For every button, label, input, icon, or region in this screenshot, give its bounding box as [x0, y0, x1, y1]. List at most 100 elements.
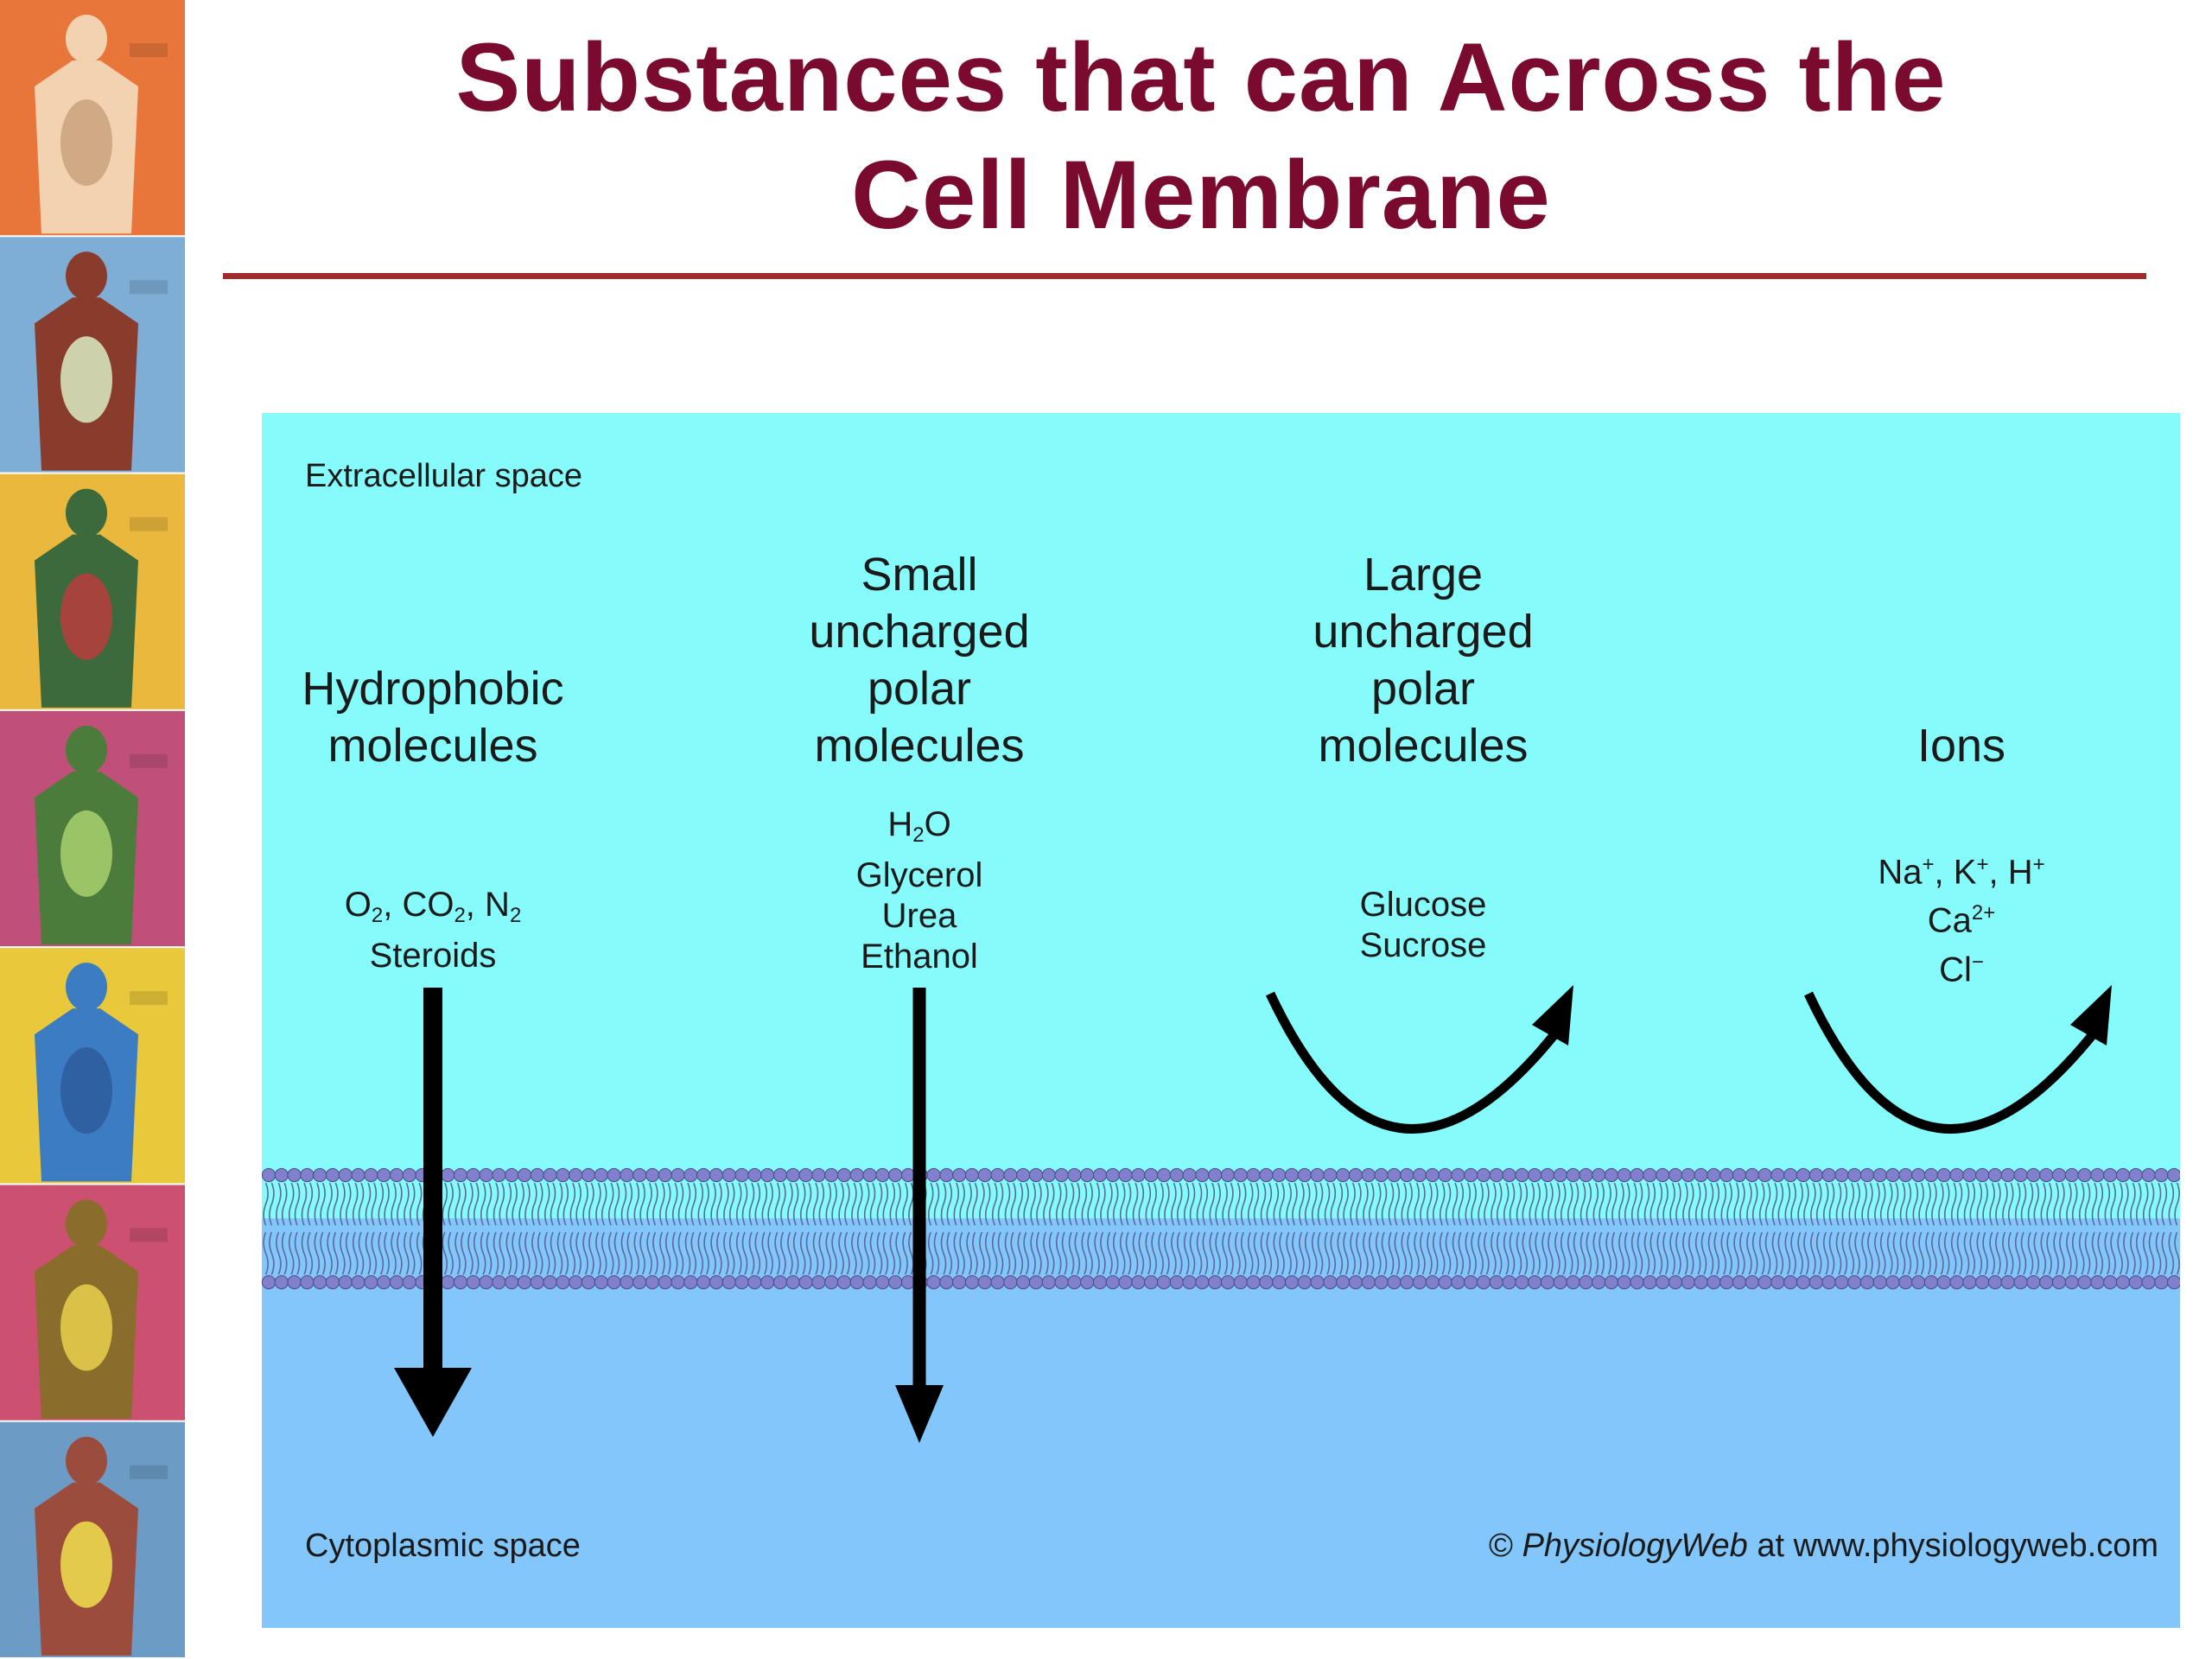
lipid-tail	[1854, 1182, 1860, 1226]
lipid-tail	[404, 1182, 410, 1226]
lipid-tail	[1835, 1231, 1842, 1275]
lipid-head	[836, 1274, 852, 1290]
lipid-tail	[767, 1182, 773, 1226]
lipid-head	[1859, 1167, 1875, 1183]
lipid-tail	[1943, 1231, 1950, 1275]
lipid-tail	[1471, 1182, 1477, 1226]
lipid-tail	[1350, 1231, 1356, 1275]
lipid-tail	[1036, 1182, 1042, 1226]
lipid-tail	[2040, 1231, 2047, 1275]
lipid-head	[377, 1274, 391, 1290]
lipid-tail	[2084, 1231, 2091, 1275]
lipid-tail	[1100, 1231, 1106, 1275]
lipid-tail	[1925, 1231, 1931, 1275]
lipid-tail	[2117, 1231, 2123, 1275]
lipid-tail	[1509, 1182, 1516, 1226]
lipid-tail	[607, 1231, 614, 1275]
lipid-tail	[2002, 1231, 2008, 1275]
lipid-head	[1361, 1167, 1376, 1183]
lipid-tail	[1516, 1231, 1522, 1275]
lipid-tail	[774, 1182, 780, 1226]
lipid-head	[875, 1167, 890, 1183]
lipid-tail	[1414, 1231, 1420, 1275]
lipid-tail	[1023, 1182, 1029, 1226]
lipid-tail	[2104, 1182, 2111, 1226]
lipid-tail	[1586, 1182, 1592, 1226]
lipid-head	[1732, 1167, 1747, 1183]
small-polar-examples: H2O Glycerol Urea Ethanol	[747, 804, 1092, 977]
lipid-tail	[1643, 1182, 1650, 1226]
lipid-tail	[1196, 1182, 1203, 1226]
lipid-tail	[582, 1231, 588, 1275]
lipid-tail	[1739, 1231, 1745, 1275]
lipid-head	[721, 1274, 736, 1290]
lipid-tail	[1675, 1182, 1681, 1226]
lipid-tail	[953, 1182, 960, 1226]
lipid-tail	[1043, 1231, 1049, 1275]
lipid-tail	[288, 1231, 295, 1275]
lipid-head	[1259, 1167, 1274, 1183]
lipid-tail	[1247, 1231, 1254, 1275]
lipid-tail	[454, 1231, 461, 1275]
lipid-tail	[1662, 1231, 1669, 1275]
lipid-head	[645, 1274, 660, 1290]
lipid-head	[1796, 1167, 1811, 1183]
lipid-head	[287, 1167, 302, 1183]
lipid-tail	[301, 1231, 308, 1275]
lipid-tail	[1554, 1231, 1560, 1275]
lipid-head	[556, 1167, 570, 1183]
lipid-head	[696, 1167, 711, 1183]
lipid-head	[1911, 1274, 1926, 1290]
lipid-tail	[1605, 1231, 1611, 1275]
lipid-tail	[327, 1231, 333, 1275]
lipid-tail	[365, 1182, 372, 1226]
urea-label: Urea	[881, 897, 957, 936]
lipid-tail	[2104, 1231, 2111, 1275]
lipid-head	[1144, 1274, 1159, 1290]
lipid-tail	[1112, 1231, 1119, 1275]
lipid-head	[798, 1274, 813, 1290]
lipid-tail	[1931, 1231, 1937, 1275]
lipid-head	[734, 1167, 749, 1183]
hydrophobic-heading-line: Hydrophobic	[302, 663, 564, 715]
lipid-tail	[664, 1182, 671, 1226]
lipid-head	[1719, 1167, 1734, 1183]
lipid-tail	[626, 1231, 633, 1275]
lipid-head	[517, 1167, 532, 1183]
lipid-head	[785, 1274, 800, 1290]
small-polar-arrow	[895, 988, 944, 1443]
lipid-head	[1566, 1274, 1580, 1290]
lipid-head	[1770, 1167, 1785, 1183]
lipid-tail	[1797, 1182, 1803, 1226]
lipid-tail	[1004, 1182, 1011, 1226]
glycerol-label: Glycerol	[855, 856, 983, 895]
lipid-tail	[1669, 1182, 1675, 1226]
lipid-tail	[1094, 1231, 1100, 1275]
lipid-head	[2154, 1167, 2169, 1183]
lipid-tail	[1375, 1182, 1382, 1226]
lipid-tail	[378, 1231, 385, 1275]
lipid-tail	[1253, 1182, 1260, 1226]
lipid-head	[1374, 1274, 1389, 1290]
lipid-head	[1156, 1274, 1172, 1290]
lipid-tail	[1343, 1231, 1349, 1275]
gas-formulas: O2, CO2, N2	[344, 886, 522, 928]
lipid-tail	[2084, 1182, 2091, 1226]
lipid-head	[2077, 1167, 2092, 1183]
anatomy-panel-digestive	[0, 0, 185, 236]
lipid-head	[1758, 1274, 1772, 1290]
lipid-head	[1003, 1274, 1018, 1290]
lipid-tail	[1963, 1182, 1970, 1226]
lipid-tail	[1867, 1182, 1873, 1226]
lipid-tail	[1458, 1231, 1465, 1275]
lipid-head	[1681, 1167, 1695, 1183]
lipid-head	[1425, 1274, 1440, 1290]
lipid-tail	[1491, 1182, 1497, 1226]
lipid-tail	[1764, 1231, 1771, 1275]
lipid-tail	[397, 1182, 403, 1226]
lipid-tail	[652, 1182, 658, 1226]
lipid-tail	[1976, 1182, 1983, 1226]
lipid-head	[1707, 1274, 1721, 1290]
lipid-head	[683, 1167, 698, 1183]
lipid-tail	[1899, 1231, 1906, 1275]
